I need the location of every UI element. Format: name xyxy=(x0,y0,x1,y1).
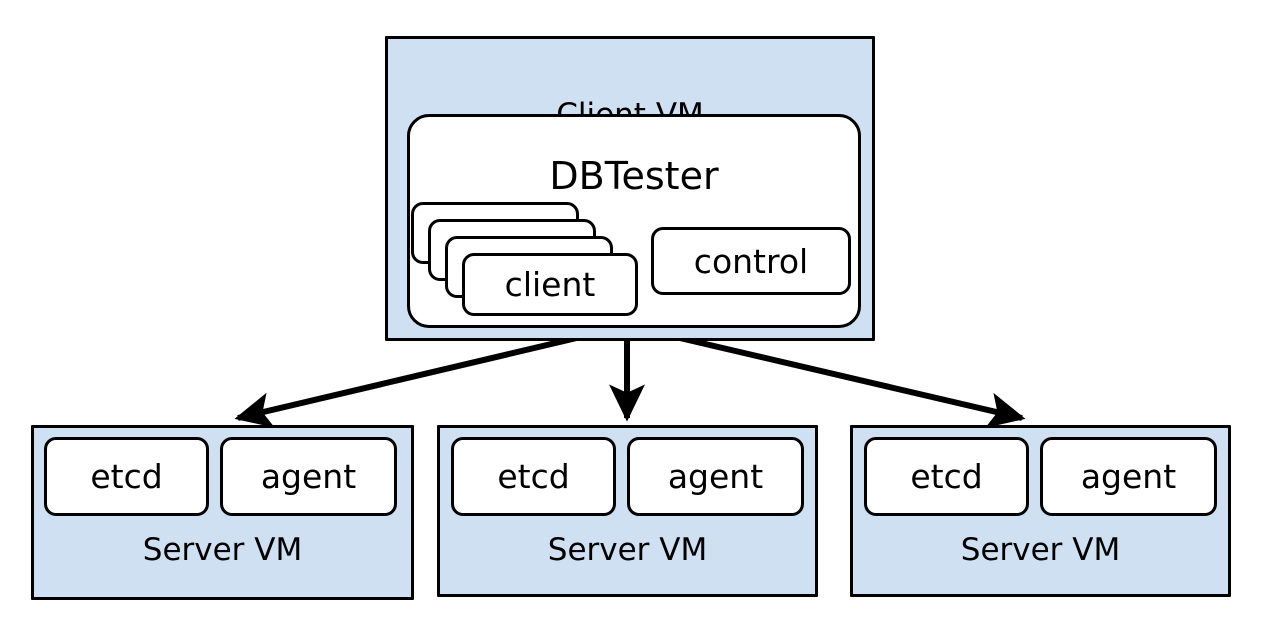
server-vm-3-agent-box[interactable]: agent xyxy=(1040,437,1217,516)
dbtester-container[interactable]: DBTester client control xyxy=(407,114,861,328)
server-vm-1-etcd-label: etcd xyxy=(90,457,163,496)
server-vm-3-label: Server VM xyxy=(960,532,1121,568)
client-stack-card-front[interactable]: client xyxy=(462,253,638,316)
dbtester-label: DBTester xyxy=(549,154,719,198)
server-vm-3-container[interactable]: etcd agent Server VM xyxy=(850,425,1231,597)
client-vm-container[interactable]: Client VM DBTester client control xyxy=(385,36,875,341)
client-label: client xyxy=(504,265,596,304)
server-vm-1-agent-label: agent xyxy=(260,457,357,496)
server-vm-2-etcd-box[interactable]: etcd xyxy=(451,437,616,516)
server-vm-2-agent-box[interactable]: agent xyxy=(627,437,804,516)
server-vm-1-container[interactable]: etcd agent Server VM xyxy=(31,425,414,600)
server-vm-1-agent-box[interactable]: agent xyxy=(220,437,397,516)
server-vm-3-etcd-box[interactable]: etcd xyxy=(864,437,1029,516)
server-vm-3-etcd-label: etcd xyxy=(910,457,983,496)
control-label: control xyxy=(693,241,809,281)
server-vm-1-label: Server VM xyxy=(142,532,303,568)
server-vm-1-etcd-box[interactable]: etcd xyxy=(44,437,209,516)
arrow-client-to-server-vm-1 xyxy=(234,302,656,428)
arrow-client-to-server-vm-3 xyxy=(600,302,1026,428)
server-vm-2-etcd-label: etcd xyxy=(497,457,570,496)
server-vm-2-label: Server VM xyxy=(547,532,708,568)
server-vm-3-agent-label: agent xyxy=(1080,457,1177,496)
server-vm-2-container[interactable]: etcd agent Server VM xyxy=(437,425,818,597)
server-vm-2-agent-label: agent xyxy=(667,457,764,496)
control-box[interactable]: control xyxy=(651,227,851,295)
